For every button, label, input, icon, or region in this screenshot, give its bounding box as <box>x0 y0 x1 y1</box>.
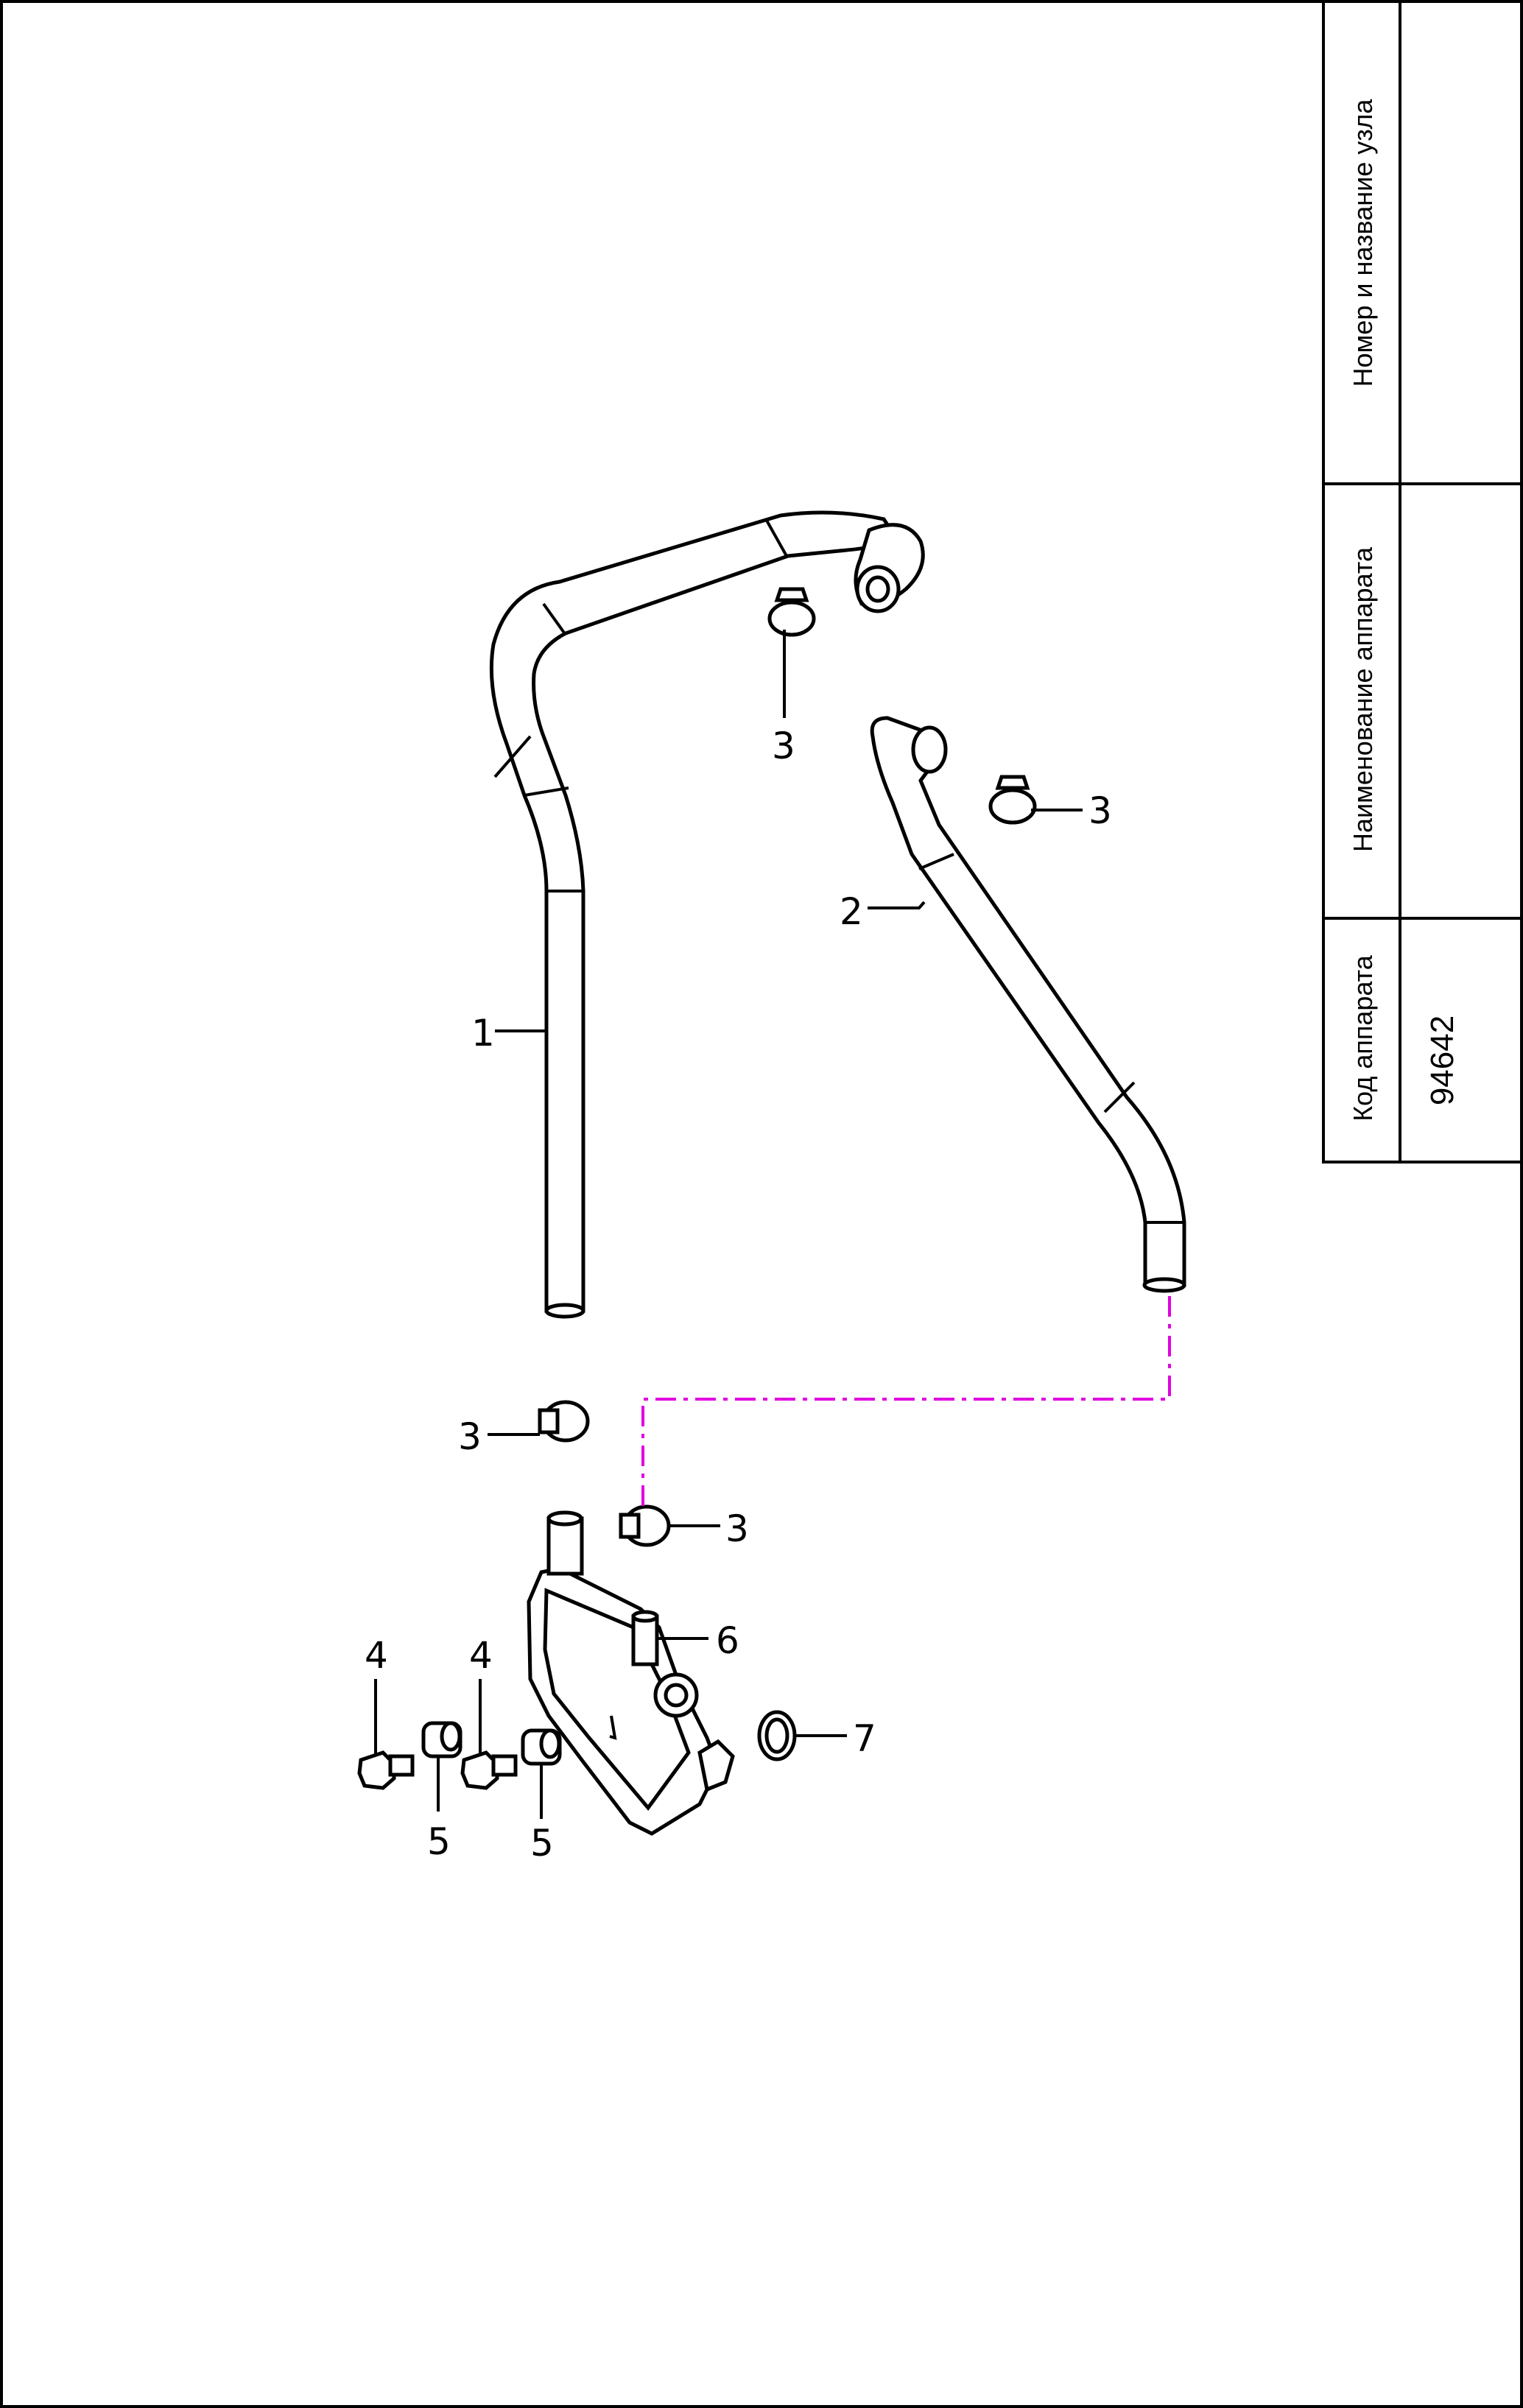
callout-3-left: 3 <box>458 1415 482 1458</box>
oil-cooler <box>527 1510 735 1836</box>
callout-7: 7 <box>853 1717 876 1760</box>
clamp-right <box>988 775 1037 825</box>
title-block-row-divider <box>1325 482 1523 485</box>
bolt-right <box>460 1750 518 1790</box>
title-block: Номер и название узла Наименование аппар… <box>1322 0 1523 1163</box>
clamp-left <box>538 1400 590 1443</box>
callout-5-right: 5 <box>530 1822 554 1865</box>
hose-1 <box>489 510 925 1319</box>
callout-3-upper: 3 <box>772 725 795 767</box>
device-code-value: 94642 <box>1424 1015 1460 1106</box>
hose-2 <box>870 716 1186 1293</box>
o-ring <box>757 1710 797 1761</box>
title-block-row-divider <box>1325 917 1523 920</box>
device-name-label: Наименование аппарата <box>1348 547 1378 852</box>
node-label: Номер и название узла <box>1348 99 1378 387</box>
connection-dashed-line <box>641 1296 1171 1506</box>
bolt-left <box>357 1750 415 1790</box>
callout-6: 6 <box>716 1619 739 1662</box>
callout-3-right: 3 <box>1088 789 1112 832</box>
callout-2: 2 <box>840 890 863 933</box>
clamp-lower <box>619 1504 671 1547</box>
callout-4-right: 4 <box>469 1634 493 1677</box>
bushing-right <box>521 1728 562 1766</box>
clamp-upper <box>767 587 816 637</box>
leader-lines <box>374 630 1083 1819</box>
device-code-label: Код аппарата <box>1348 955 1378 1122</box>
callout-1: 1 <box>471 1012 495 1055</box>
callout-3-lower: 3 <box>725 1507 749 1550</box>
bushing-left <box>421 1721 462 1759</box>
callout-4-left: 4 <box>365 1634 388 1677</box>
callout-5-left: 5 <box>427 1820 451 1863</box>
title-block-divider <box>1399 0 1401 1161</box>
